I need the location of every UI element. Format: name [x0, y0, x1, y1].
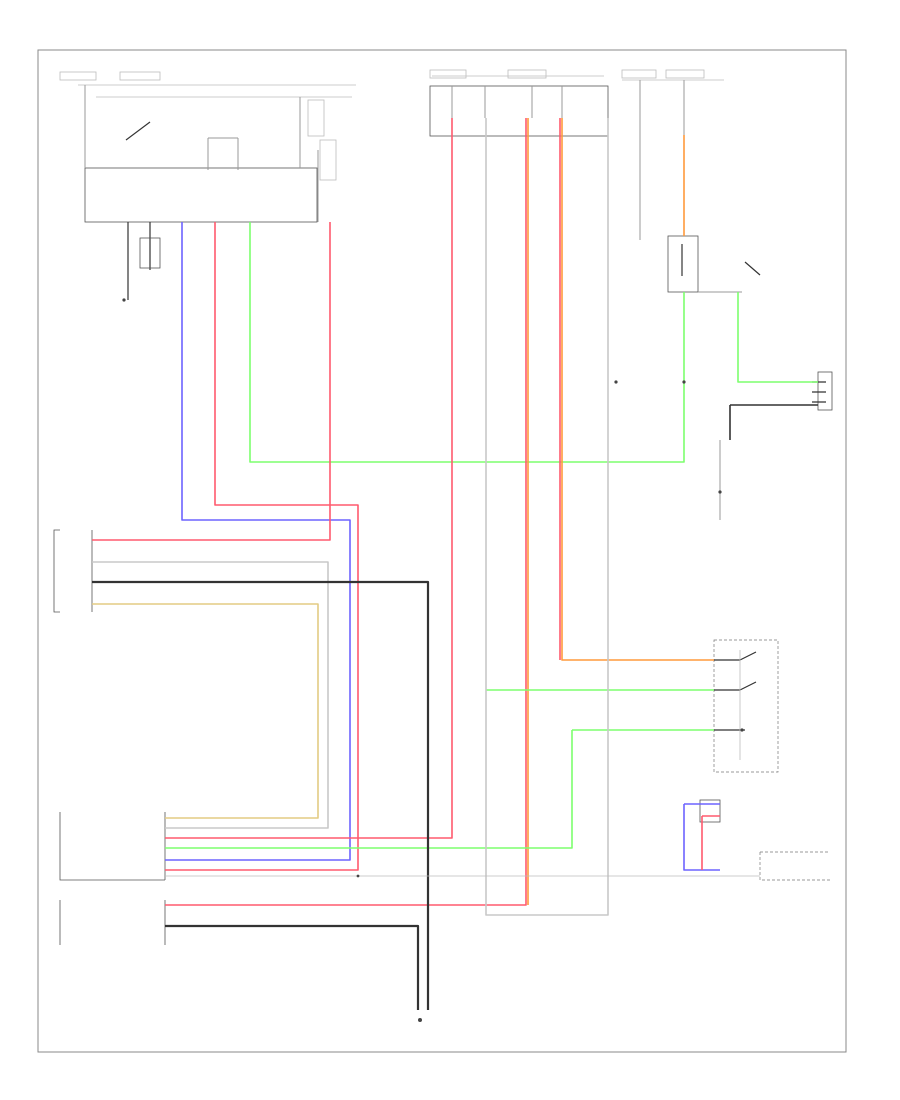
left-sensor-bracket [53, 529, 60, 613]
wire-red-long [165, 118, 527, 906]
wire-green-bottom [165, 730, 573, 849]
fuse-legs [451, 86, 563, 118]
bottom-left-unit-box-2 [59, 900, 166, 945]
headlight-module [59, 71, 356, 300]
diagram-frame [37, 49, 847, 1053]
wire-red-center [165, 118, 453, 839]
power-bus-top-left [78, 84, 356, 98]
wire-tan [92, 603, 319, 819]
wire-blue-right [683, 803, 720, 871]
relay-outputs [683, 291, 742, 320]
right-connector-pins [812, 381, 826, 403]
label-box-2 [119, 71, 161, 81]
switch-contact-2 [714, 681, 757, 691]
relay-label-box-1 [621, 69, 657, 79]
wire-black-right [729, 404, 818, 440]
fuse-block-center [429, 69, 609, 137]
ignition-switch [125, 121, 151, 141]
ground-dot [418, 1018, 422, 1022]
junction-dot-3 [356, 874, 360, 878]
bottom-left-unit [59, 812, 166, 945]
relay-body [667, 235, 699, 293]
right-connector [817, 371, 833, 411]
wire-light-gray [92, 561, 329, 829]
right-switch-box [713, 639, 779, 773]
switch-leads [207, 137, 239, 170]
switch-contact-1 [714, 651, 757, 661]
ground-dot-left [122, 298, 126, 302]
right-switch-assembly [713, 639, 779, 773]
module-feeds [84, 85, 319, 222]
bottom-right-sensor-box [759, 851, 830, 881]
headlight-module-box [84, 167, 318, 223]
relay-label-box-2 [665, 69, 705, 79]
wire-green-right [737, 292, 818, 383]
fuse-block-box [429, 85, 609, 137]
ground-connector [139, 237, 161, 269]
junction-dot-2 [614, 380, 618, 384]
wire-blue [165, 222, 351, 861]
fuse-1 [307, 99, 325, 137]
relay-contact [744, 261, 761, 276]
wire-black-ground [92, 580, 430, 1010]
label-box-1 [59, 71, 97, 81]
fuse-label-box-1 [429, 69, 467, 79]
bottom-left-unit-box [59, 812, 166, 881]
relay-block-right [621, 69, 833, 411]
left-sensor-connector [53, 529, 93, 613]
bottom-right-connector [699, 799, 721, 823]
fuse-2 [319, 139, 337, 181]
junction-dot-1 [682, 380, 686, 384]
wire-orange-switch [561, 118, 714, 661]
wire-red-sensor [92, 222, 331, 541]
wire-light-gray-center [485, 118, 609, 916]
wire-red-left [165, 222, 359, 871]
bottom-right-sensor [699, 799, 830, 881]
wire-red-right [701, 815, 720, 870]
switch-node [740, 728, 744, 732]
wire-green-main [249, 222, 685, 463]
fuse-label-box-2 [507, 69, 547, 79]
wire-black-bottom [165, 924, 420, 1010]
ground-dot-right [718, 490, 722, 494]
ground-pins [127, 222, 151, 300]
relay-feeds [639, 80, 685, 240]
